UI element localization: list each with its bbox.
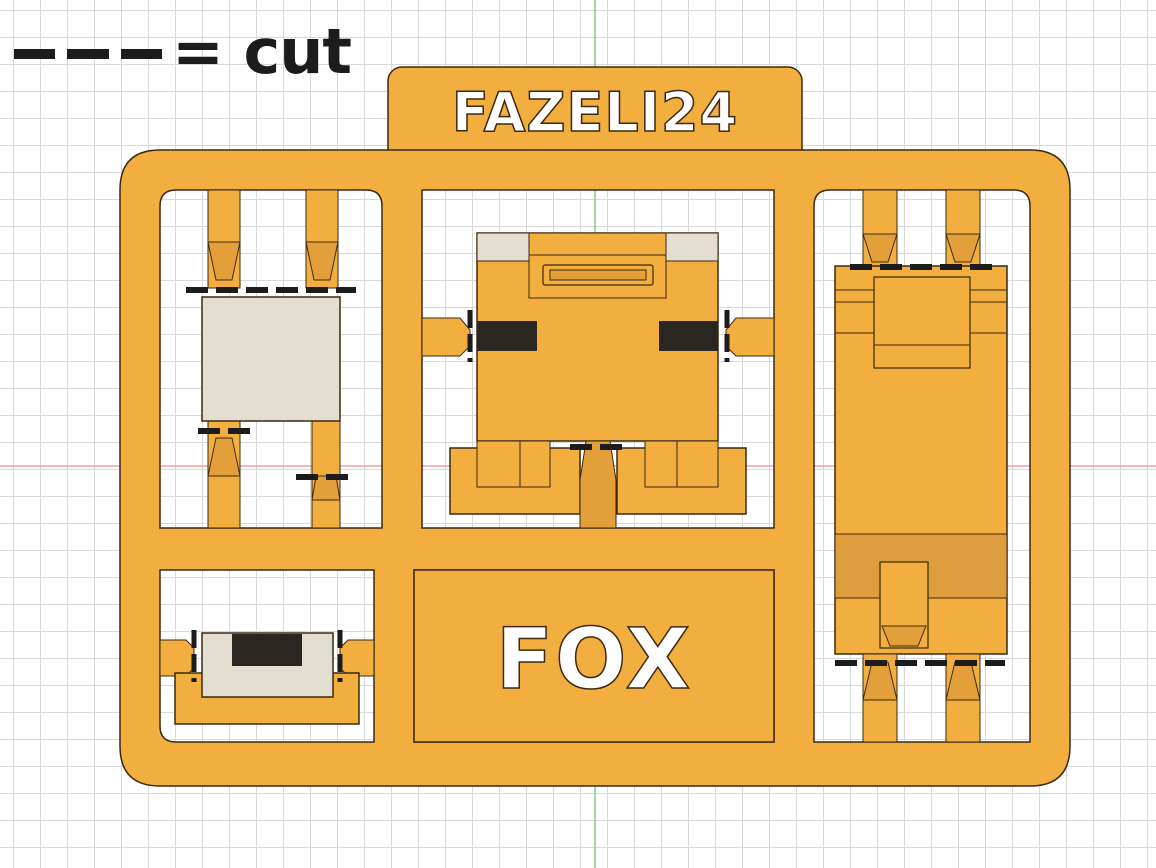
cut-legend: = cut <box>14 15 352 88</box>
part-right-piece <box>834 189 1008 743</box>
text-panel <box>413 569 775 743</box>
part-small-piece <box>159 632 375 725</box>
tag-label: FAZELI24 <box>452 81 738 144</box>
cut-marks-vertical <box>191 310 730 682</box>
part-left-piece <box>201 189 341 529</box>
part-center-piece <box>421 232 775 529</box>
gray-block <box>201 296 341 422</box>
sprue-frame <box>119 149 1071 787</box>
legend-label: = cut <box>172 15 352 88</box>
dashed-line-icon <box>14 49 162 59</box>
panel-label: FOX <box>496 610 693 708</box>
cut-marks <box>186 264 1005 666</box>
